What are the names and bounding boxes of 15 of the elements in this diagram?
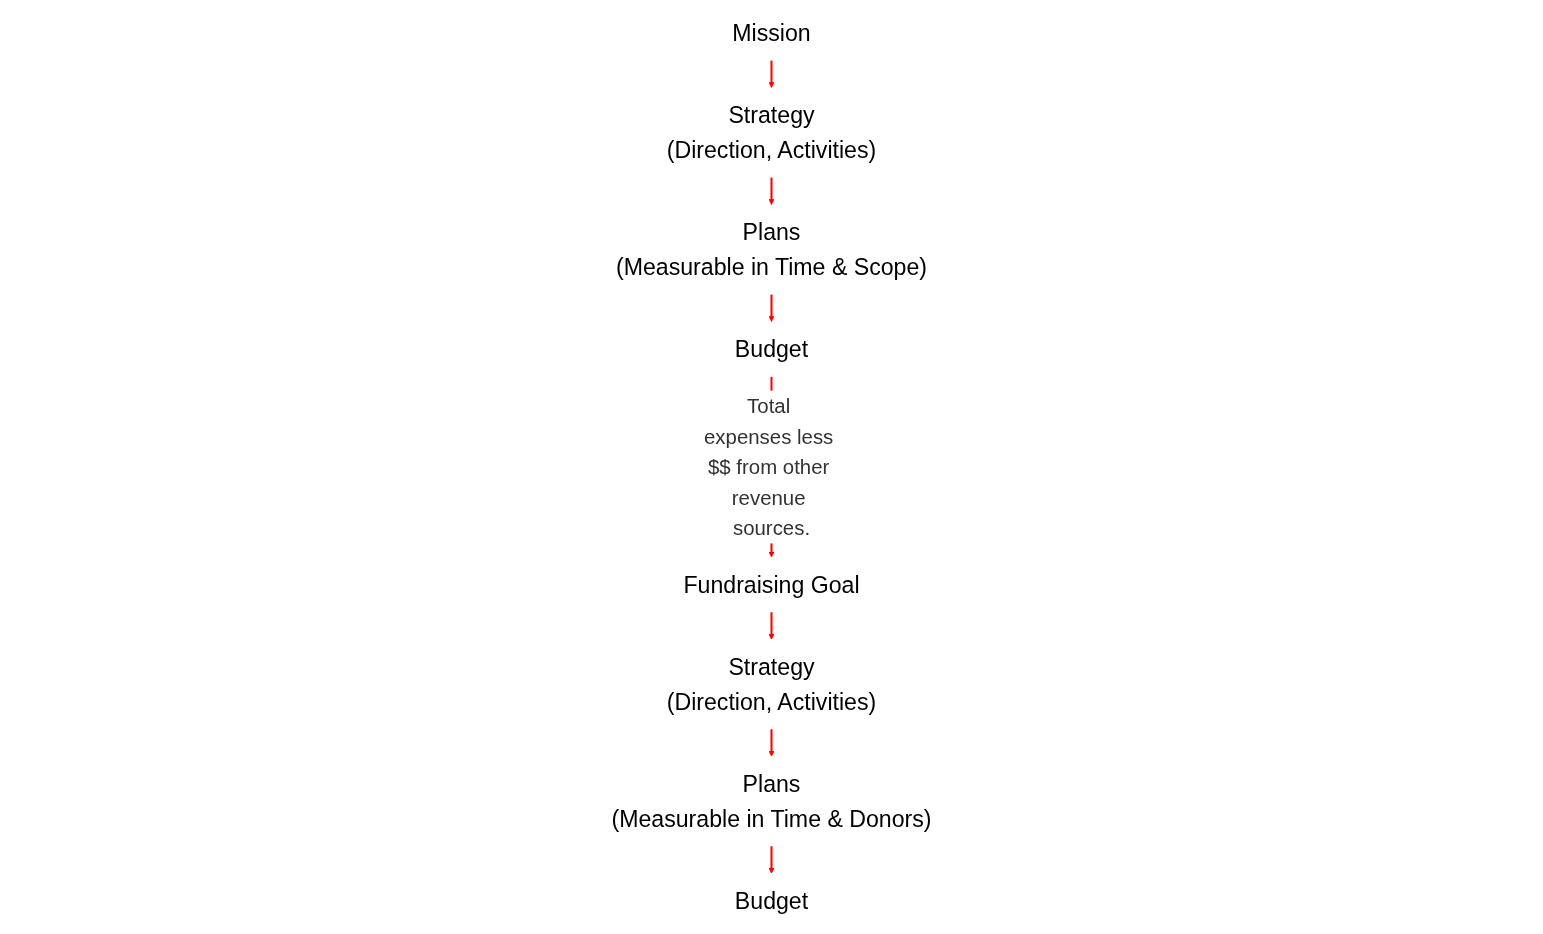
node-text: Strategy (Direction, Activities) [666,653,877,715]
node-text: Budget [734,336,809,362]
node-text: Plans (Measurable in Time & Donors) [611,770,932,832]
arrow [768,177,775,206]
node-text: Plans (Measurable in Time & Scope) [615,219,928,280]
arrow [768,294,775,323]
arrow [768,846,775,874]
arrow [768,612,775,640]
node-text: Budget [734,887,809,914]
node-text: Fundraising Goal [683,571,860,598]
arrow [768,729,775,757]
node-text: Mission [732,19,811,46]
edge-label: Total expenses less $$ from other revenue sources. [703,394,834,540]
arrow [768,60,775,89]
node-text: Strategy (Direction, Activities) [666,102,877,163]
